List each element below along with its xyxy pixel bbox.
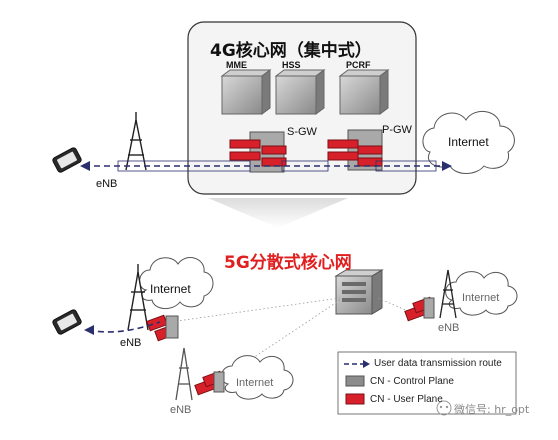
mme-server-icon [220,69,272,115]
5g-bottom-enb-tower-icon [175,347,193,401]
5g-left-enb-tower-icon [127,264,149,331]
label-5g-internet-bottom: Internet [236,377,274,389]
5g-left-user-data-route [84,321,161,335]
title-4g-core: 4G核心网（集中式） [210,41,372,61]
5g-left-user-plane-icon [146,314,179,342]
legend-route-label: User data transmission route [374,358,502,369]
pcrf-server-icon [338,69,390,115]
label-hss: HSS [282,60,301,70]
watermark-text: 微信号: hr_opt [454,403,530,416]
5g-left-internet-cloud-icon [139,257,214,309]
label-4g-internet: Internet [448,135,489,149]
label-4g-enb: eNB [96,178,118,190]
4g-enb-tower-icon [125,112,147,171]
5g-bottom-user-plane-icon [194,370,225,396]
label-5g-enb-left: eNB [120,337,142,349]
legend-control-swatch [345,375,365,387]
5g-phone-icon [52,309,82,335]
label-5g-internet-right: Internet [462,292,500,304]
label-5g-internet-left: Internet [150,282,191,296]
5g-bottom-internet-cloud-icon [221,355,294,400]
label-mme: MME [226,60,247,70]
label-5g-enb-bottom: eNB [170,404,192,416]
5g-right-internet-cloud-icon [445,271,518,316]
title-5g-core: 5G分散式核心网 [224,253,352,273]
hss-server-icon [274,69,326,115]
4g-user-data-route [80,160,452,172]
5g-right-user-plane-icon [404,296,435,322]
5g-right-enb-tower-icon [439,269,457,319]
legend-user-swatch [345,393,365,405]
4g-phone-icon [52,147,82,173]
label-pcrf: PCRF [346,60,371,70]
label-pgw: P-GW [382,124,412,136]
label-sgw: S-GW [287,126,317,138]
4g-internet-cloud-icon [422,111,515,174]
label-5g-enb-right: eNB [438,322,460,334]
legend-user-label: CN - User Plane [370,394,443,405]
5g-control-server-icon [334,269,384,315]
legend-box [337,351,517,415]
transition-arrow [208,198,348,228]
legend-control-label: CN - Control Plane [370,376,454,387]
legend-route-swatch [344,360,370,368]
wechat-icon [436,400,452,416]
